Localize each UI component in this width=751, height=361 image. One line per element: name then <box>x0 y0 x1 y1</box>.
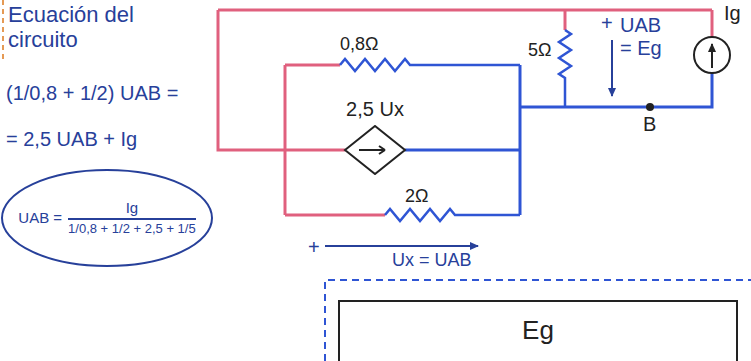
current-source-symbol <box>694 37 730 73</box>
result-ellipse: UAB = Ig 1/0,8 + 1/2 + 2,5 + 1/5 <box>0 168 214 268</box>
voltage-arrow <box>325 245 478 247</box>
box-text: Eg <box>340 316 736 346</box>
dependent-source: 2,5 Ux <box>335 98 415 175</box>
equation-lhs: UAB = <box>18 209 62 226</box>
node-b-wire <box>405 149 520 152</box>
source-arrow <box>359 146 385 154</box>
node-name: B <box>643 113 656 136</box>
node-a-wire <box>284 65 287 215</box>
equation-text: (1/0,8 + 1/2) UAB = <box>6 82 178 105</box>
fraction-bar <box>68 218 196 220</box>
source-value: 2,5 Ux <box>335 98 415 121</box>
voltage-label: Ux = UAB <box>392 250 472 271</box>
source-label: Ig <box>724 2 741 25</box>
node-a-wire <box>564 10 567 30</box>
polarity-sign: + <box>308 236 320 259</box>
voltage-arrow <box>611 40 613 96</box>
fraction: Ig 1/0,8 + 1/2 + 2,5 + 1/5 <box>68 199 196 237</box>
node-a-wire <box>218 10 345 150</box>
voltage-label: UAB = Eg <box>620 14 674 60</box>
numerator: Ig <box>126 199 139 216</box>
node-a-wire <box>218 9 712 12</box>
diamond-outline <box>335 125 415 175</box>
ellipse-shape <box>2 170 212 266</box>
resistor-symbol <box>385 209 520 221</box>
source-arrow <box>711 44 713 68</box>
node-a-wire <box>285 214 385 217</box>
node-a-wire <box>285 64 340 67</box>
source-box: Eg <box>338 300 738 361</box>
node-b-wire <box>519 65 522 215</box>
denominator: 1/0,8 + 1/2 + 2,5 + 1/5 <box>68 222 196 237</box>
node-a-wire <box>711 10 714 37</box>
resistor-value: 5Ω <box>528 40 551 61</box>
node-dot <box>646 103 654 111</box>
resistor-symbol <box>340 59 520 71</box>
polarity-sign: + <box>601 12 613 35</box>
resistor-value: 2Ω <box>405 186 428 207</box>
resistor-symbol <box>559 30 571 107</box>
diamond-shape <box>345 126 405 174</box>
note-text: Ecuación del circuito <box>8 2 173 53</box>
resistor-value: 0,8Ω <box>340 34 378 55</box>
equation-text: = 2,5 UAB + Ig <box>6 128 137 151</box>
node-b-wire <box>520 73 712 107</box>
dashed-frame <box>2 0 4 60</box>
